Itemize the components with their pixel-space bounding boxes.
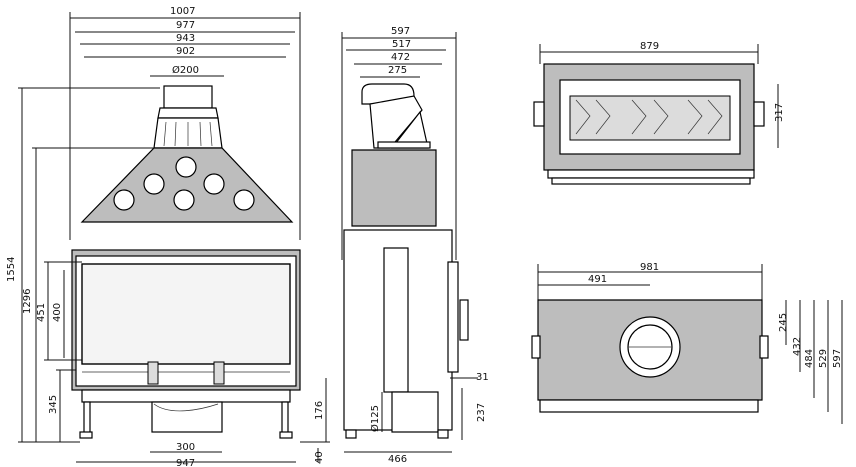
dim-height-1296: 1296 — [22, 289, 33, 314]
dim-depth-432: 432 — [792, 337, 803, 356]
dim-height-40: 40 — [314, 451, 325, 464]
hood-vent-holes — [113, 156, 255, 211]
dim-height-345: 345 — [48, 395, 59, 414]
dim-width-1007: 1007 — [170, 6, 195, 17]
dim-width-300: 300 — [176, 442, 195, 453]
dim-depth-317: 317 — [774, 103, 785, 122]
dim-depth-484: 484 — [804, 349, 815, 368]
dim-depth-597: 597 — [391, 26, 410, 37]
dim-width-981: 981 — [640, 262, 659, 273]
dim-width-977: 977 — [176, 20, 195, 31]
dim-depth-275: 275 — [388, 65, 407, 76]
dim-depth-529: 529 — [818, 349, 829, 368]
dim-depth-31: 31 — [476, 372, 489, 383]
dim-height-1554: 1554 — [6, 257, 17, 282]
dim-width-491: 491 — [588, 274, 607, 285]
dim-width-947: 947 — [176, 458, 195, 467]
top-view: 879 317 — [533, 41, 785, 185]
dim-air-inlet: Ø125 — [369, 405, 381, 432]
dim-height-400: 400 — [52, 303, 63, 322]
dim-width-879: 879 — [640, 41, 659, 52]
dim-height-451: 451 — [36, 303, 47, 322]
dim-depth-517: 517 — [392, 39, 411, 50]
side-view: 597 517 472 275 31 237 Ø125 466 — [341, 26, 489, 465]
dim-width-943: 943 — [176, 33, 195, 44]
dim-flue-diameter: Ø200 — [172, 64, 199, 76]
dim-depth-466: 466 — [388, 454, 407, 465]
plan-view: 981 491 245 432 484 529 597 — [531, 262, 843, 424]
side-hood — [351, 149, 437, 227]
dim-depth-472: 472 — [391, 52, 410, 63]
dim-height-176: 176 — [314, 401, 325, 420]
dim-depth-597-plan: 597 — [832, 349, 843, 368]
dim-depth-245: 245 — [778, 313, 789, 332]
dim-height-237: 237 — [476, 403, 487, 422]
glass-door — [81, 263, 291, 365]
dim-width-902: 902 — [176, 46, 195, 57]
front-view: 1007 977 943 902 Ø200 — [6, 6, 330, 467]
